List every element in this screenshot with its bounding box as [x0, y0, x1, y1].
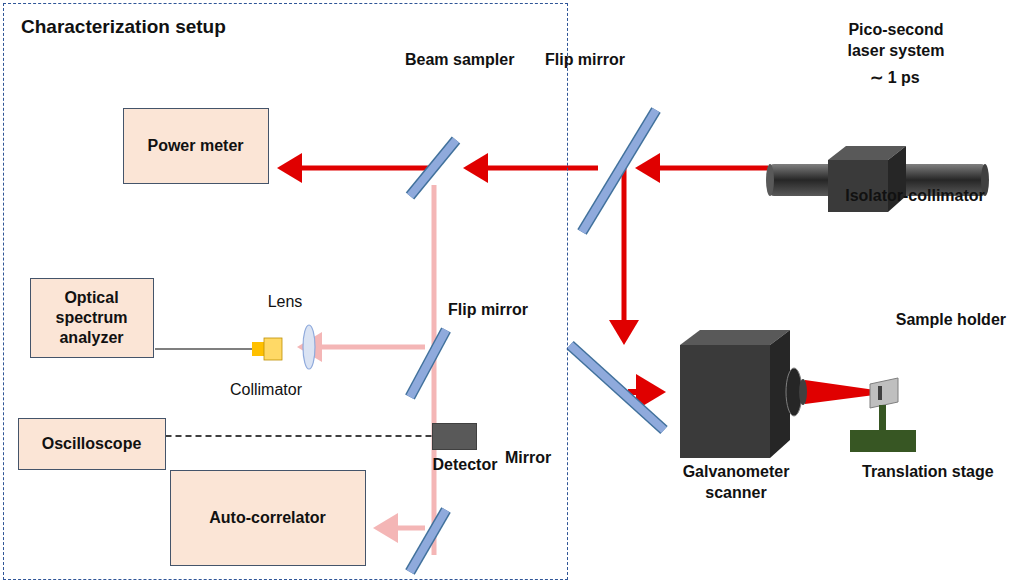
- pulse-width-label: ∼ 1 ps: [855, 68, 935, 89]
- detector-block: Detector: [432, 423, 477, 450]
- region-title: Characterization setup: [21, 16, 226, 38]
- component-label: Isolator-collimator: [830, 186, 1000, 207]
- component-label: Flip mirror: [540, 50, 630, 71]
- laser-beam: [628, 389, 660, 395]
- component-label: Beam sampler: [405, 50, 505, 71]
- component-label: Collimator: [226, 380, 306, 401]
- instrument-box: Oscilloscope: [18, 418, 166, 470]
- collimator-symbol: [264, 338, 282, 360]
- instrument-box: Auto-correlator: [170, 470, 366, 566]
- instrument-box: Optical spectrum analyzer: [30, 278, 154, 358]
- instrument-box: Power meter: [123, 108, 269, 184]
- component-label: Sample holder: [896, 310, 1006, 331]
- laser-beam: [282, 166, 430, 171]
- box-label: Optical spectrum analyzer: [37, 288, 147, 348]
- detector-label: Detector: [433, 456, 498, 474]
- sampled-beam: [378, 526, 425, 531]
- laser-beam: [622, 158, 627, 340]
- laser-label: Pico-second laser system: [840, 20, 952, 62]
- sampled-beam: [432, 185, 437, 555]
- component-label: Galvanometer scanner: [680, 462, 792, 504]
- laser-beam: [468, 166, 598, 171]
- component-label: Flip mirror: [448, 300, 528, 321]
- collimator-symbol: [252, 342, 264, 356]
- mirror-symbols: [410, 110, 664, 572]
- box-label: Auto-correlator: [209, 508, 325, 528]
- lens-symbol: [303, 325, 315, 369]
- galvanometer-scanner: [680, 330, 807, 458]
- setup-region: Characterization setupPower meterOptical…: [3, 3, 568, 580]
- component-label: Lens: [265, 292, 305, 313]
- sample-stage: [850, 378, 916, 452]
- component-label: Mirror: [505, 448, 551, 469]
- laser-beam: [640, 166, 768, 171]
- component-label: Translation stage: [862, 462, 994, 483]
- sampled-beam: [302, 345, 425, 350]
- box-label: Power meter: [147, 136, 243, 156]
- fiber-line: [155, 348, 252, 349]
- box-label: Oscilloscope: [42, 434, 142, 454]
- signal-cable: [166, 435, 432, 437]
